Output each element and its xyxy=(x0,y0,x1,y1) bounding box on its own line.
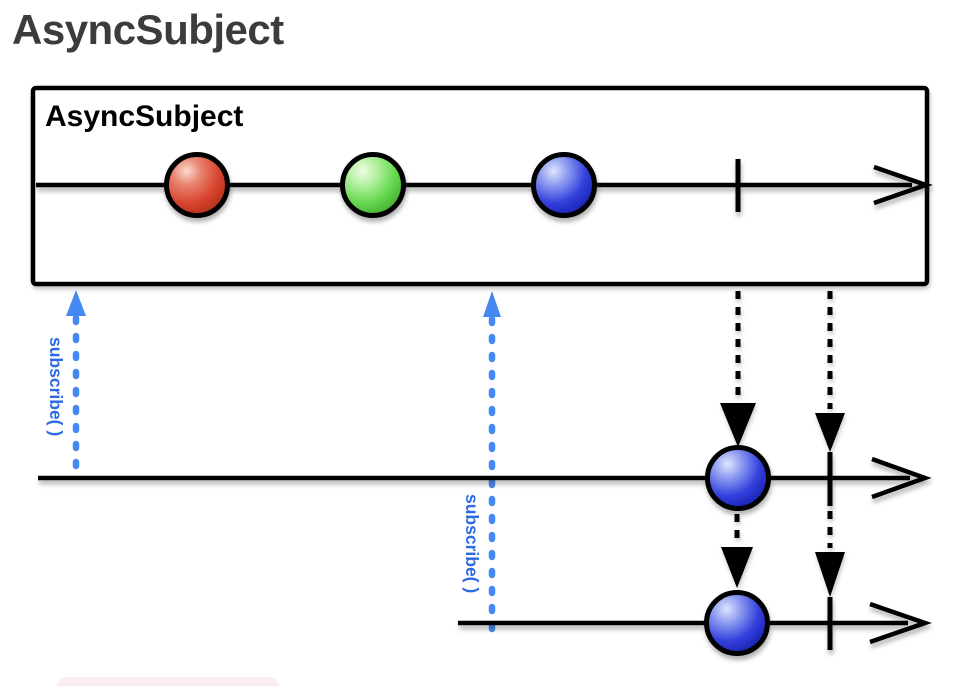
subscribe-up-arrowhead-icon xyxy=(483,291,501,317)
down-arrowhead-icon xyxy=(720,403,756,447)
subscriber1-arrowhead-icon xyxy=(871,456,932,500)
marble-green xyxy=(340,152,406,218)
subject-box-title: AsyncSubject xyxy=(45,100,243,133)
source-timeline-arrowhead-icon xyxy=(873,164,933,206)
subscriber-timeline-2 xyxy=(458,590,932,656)
down-arrowhead-icon xyxy=(815,552,845,597)
subscribe-arrow-2: subscribe( ) xyxy=(462,291,501,633)
marble-red xyxy=(164,152,230,218)
page-title: AsyncSubject xyxy=(12,6,284,53)
marble-blue xyxy=(705,445,771,511)
subscribe-up-arrowhead-icon xyxy=(66,290,86,316)
emit-arrows-to-subscriber-2 xyxy=(721,511,845,597)
subscribe-arrow-1: subscribe( ) xyxy=(46,290,86,482)
down-arrowhead-icon xyxy=(815,413,845,452)
subscriber-timeline-1 xyxy=(38,445,932,511)
emit-arrows-to-subscriber-1 xyxy=(720,291,845,452)
subscribe-label-1: subscribe( ) xyxy=(46,337,66,436)
down-arrowhead-icon xyxy=(721,547,753,588)
source-marbles xyxy=(164,152,597,218)
marble-blue xyxy=(704,590,770,656)
subscriber2-arrowhead-icon xyxy=(869,601,932,645)
partial-element-below xyxy=(57,677,279,686)
subscribe-label-2: subscribe( ) xyxy=(462,494,482,593)
marble-blue xyxy=(531,152,597,218)
